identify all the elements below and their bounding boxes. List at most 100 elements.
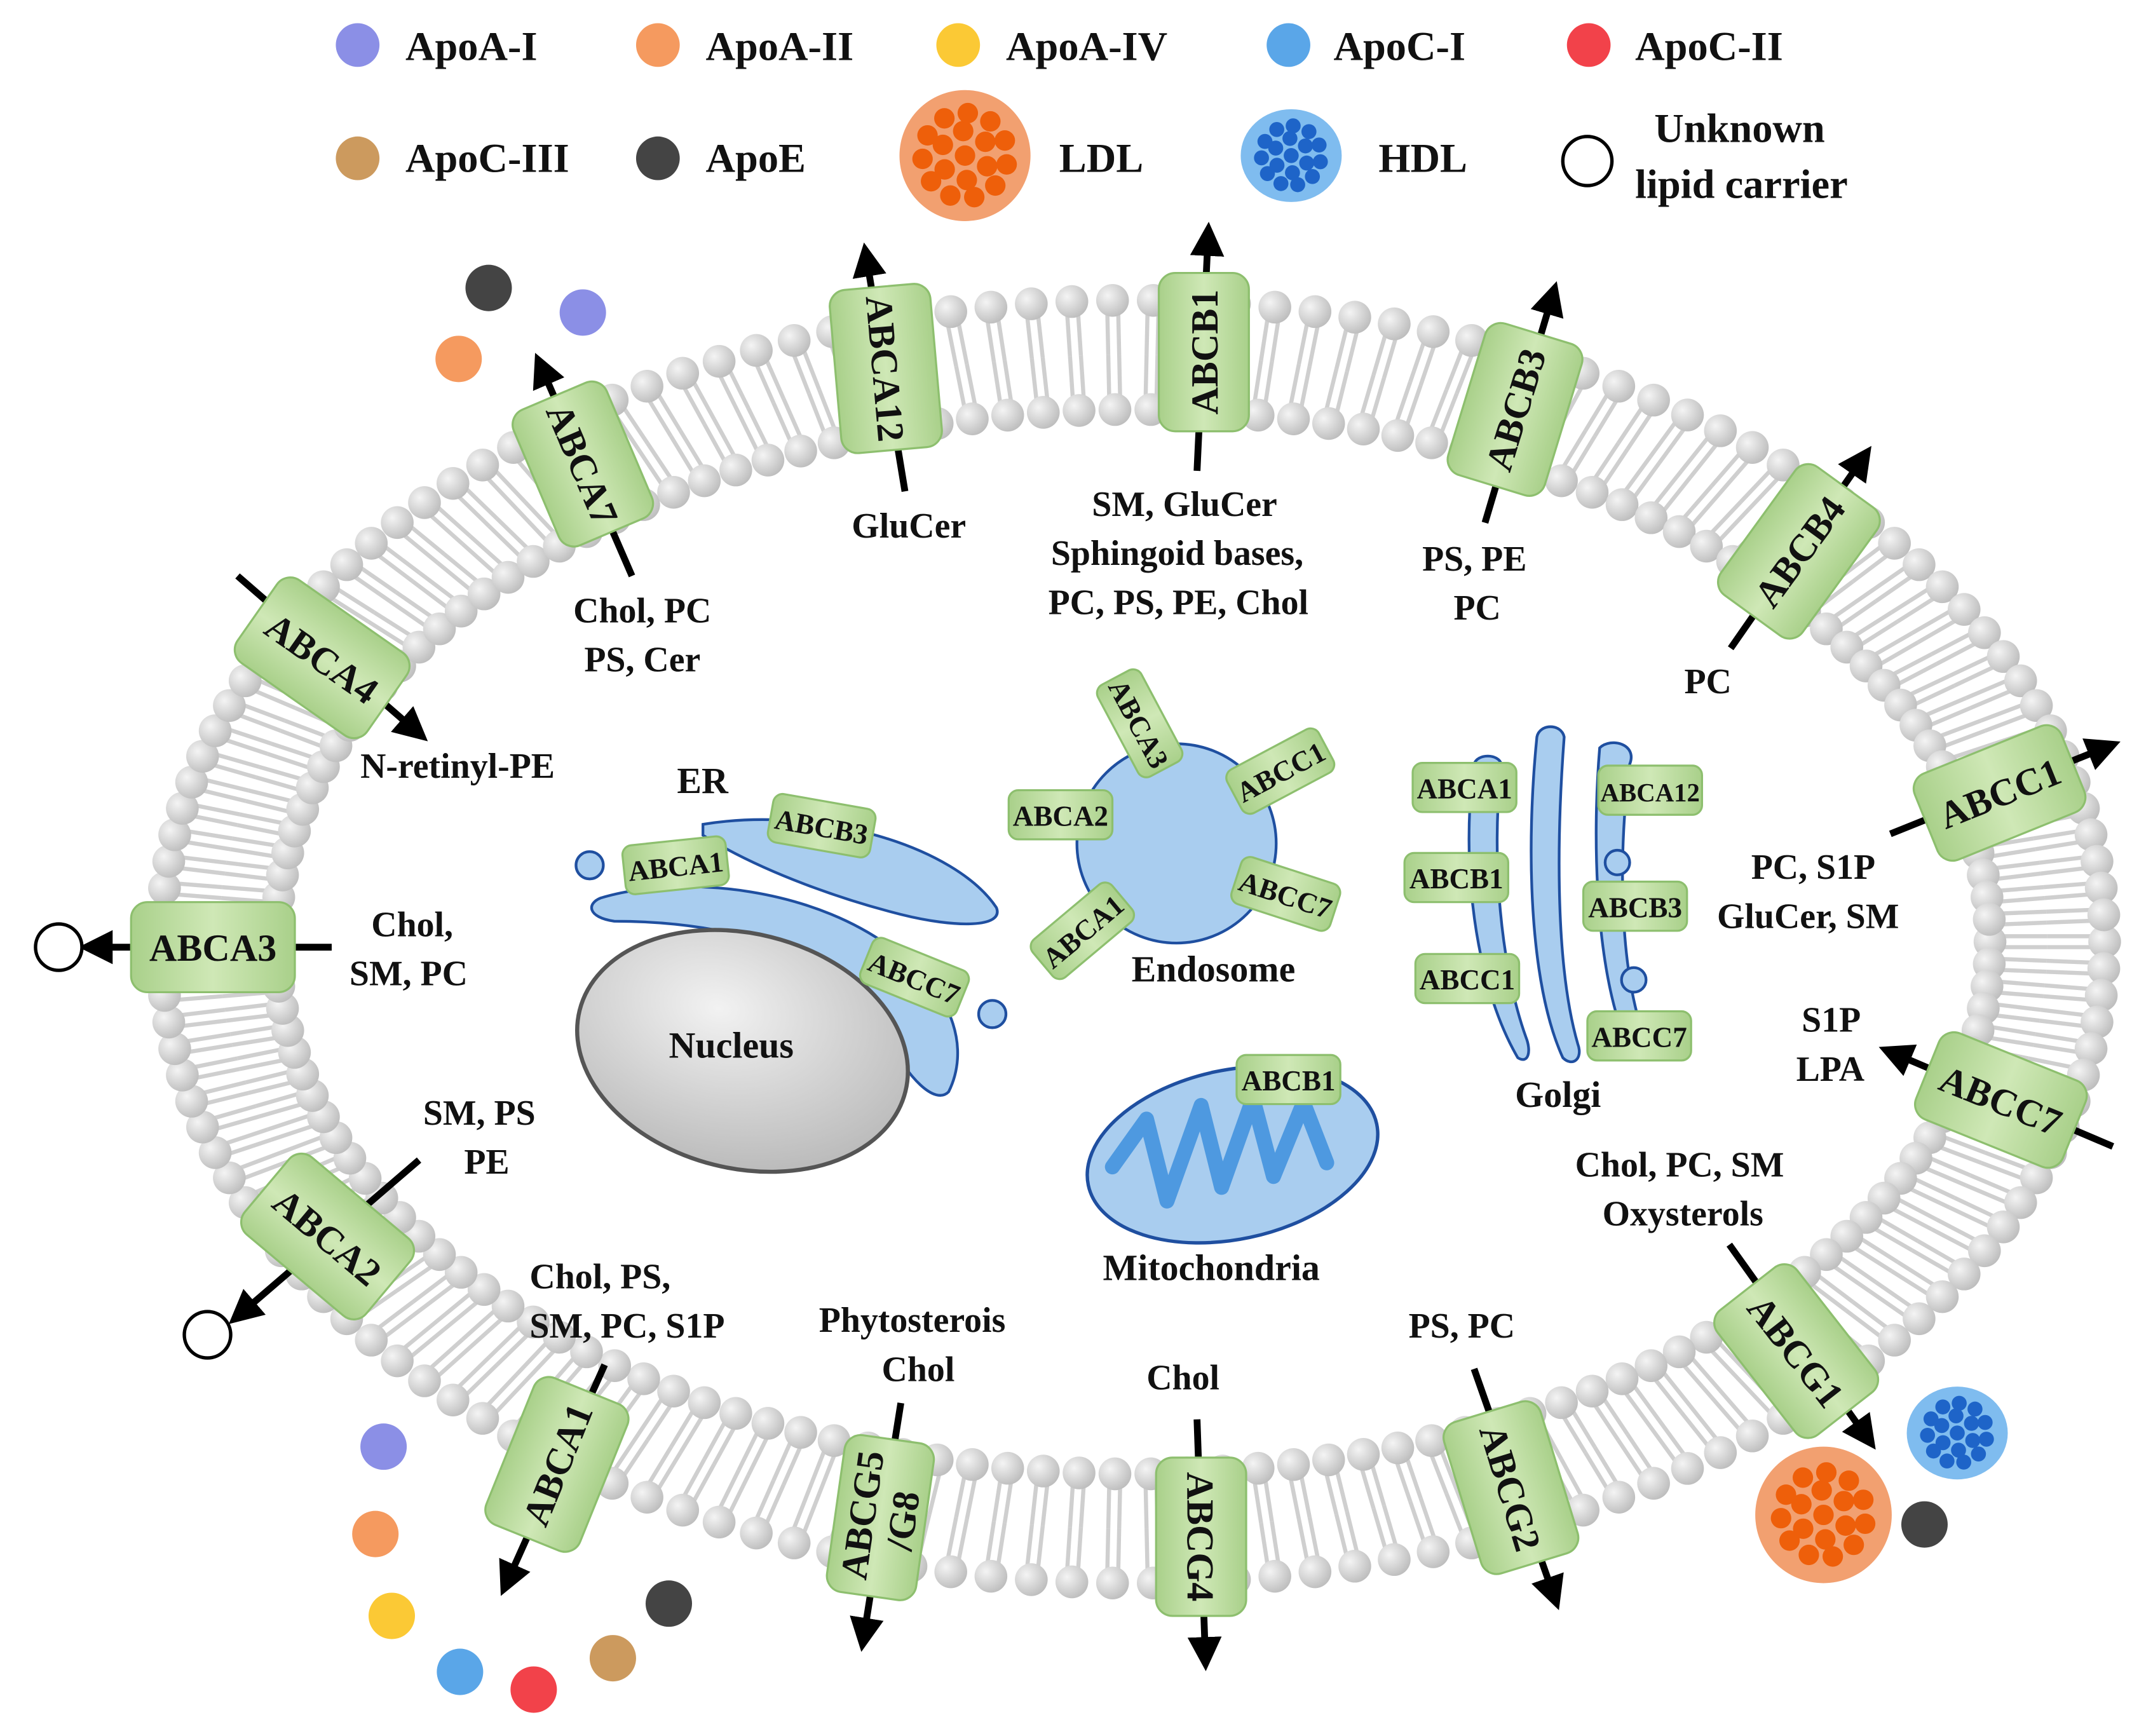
legend-apoc3: ApoC-III [405, 136, 569, 181]
golgi-abcb1-label: ABCB1 [1409, 863, 1504, 895]
abca12-substrate: GluCer [852, 506, 966, 546]
abcg5g8-transporter: ABCG5 /G8 [825, 1434, 935, 1601]
endosome-abcc7: ABCC7 [1230, 856, 1341, 932]
abca1-substrate-2: SM, PC, S1P [529, 1306, 724, 1346]
abcg1-substrate-1: Chol, PC, SM [1575, 1145, 1784, 1184]
abcg4-substrate: Chol [1146, 1358, 1219, 1397]
legend-apoa4: ApoA-IV [1006, 24, 1167, 69]
apoc3-particle [589, 1635, 636, 1682]
apoc2-swatch [1566, 23, 1611, 67]
golgi-abcc1-label: ABCC1 [1420, 964, 1515, 996]
legend-unknown-2: lipid carrier [1635, 161, 1848, 207]
abca2-substrate-1: SM, PS [423, 1094, 536, 1133]
er-abca1: ABCA1 [621, 835, 730, 895]
er-abcb3: ABCB3 [766, 792, 877, 858]
abcc7-transporter: ABCC7 [1914, 1031, 2088, 1169]
abcg2-substrate: PS, PC [1409, 1306, 1516, 1346]
abcc1-transporter: ABCC1 [1912, 724, 2087, 862]
legend-apoc1: ApoC-I [1333, 24, 1465, 69]
apoe-particle [465, 264, 512, 311]
abcb4-transporter: ABCB4 [1716, 463, 1881, 640]
abcb3-substrate-1: PS, PE [1422, 539, 1526, 579]
golgi-abcc7-label: ABCC7 [1591, 1021, 1687, 1053]
abcc7-substrate-1: S1P [1802, 1001, 1861, 1040]
abca4-transporter: ABCA4 [233, 576, 411, 740]
golgi-abcb1: ABCB1 [1403, 851, 1509, 904]
hdl-particle [1906, 1387, 2008, 1480]
legend-apoa2: ApoA-II [705, 24, 853, 69]
endosome-abca3: ABCA3 [1096, 668, 1184, 778]
abcb3-substrate-2: PC [1453, 588, 1500, 628]
abca3-substrate-2: SM, PC [350, 954, 468, 994]
abca12-transporter: ABCA12 [829, 283, 943, 454]
unknown-carrier-swatch [1561, 135, 1614, 187]
organelle-transporters: ABCA1 ABCB3 ABCC7 ABCA3 ABCC1 ABCA2 ABCC… [621, 668, 1703, 1106]
apoc1-swatch [1266, 23, 1310, 67]
endosome: Endosome [1075, 742, 1295, 989]
er-organelle: ER [574, 760, 1008, 1097]
abcg2-transporter: ABCG2 [1443, 1400, 1580, 1575]
legend-apoc2: ApoC-II [1635, 24, 1783, 69]
er-label: ER [677, 760, 729, 801]
golgi-abcc1: ABCC1 [1414, 953, 1521, 1005]
abcg1-substrate-2: Oxysterols [1603, 1195, 1763, 1234]
nucleus-label: Nucleus [669, 1025, 794, 1066]
apoa2-particle [352, 1510, 399, 1557]
abcg5g8-label-2: /G8 [878, 1488, 929, 1554]
abca1-transporter: ABCA1 [484, 1376, 630, 1553]
abca7-substrate-2: PS, Cer [584, 641, 700, 680]
unknown-carrier [182, 1310, 233, 1360]
abcb1-transporter: ABCB1 [1157, 271, 1250, 433]
mito-abcb1: ABCB1 [1235, 1054, 1341, 1106]
apoa1-particle [360, 1423, 407, 1470]
apoa4-particle [368, 1592, 415, 1639]
abcb3-transporter: ABCB3 [1446, 322, 1584, 497]
apoc1-particle [437, 1648, 484, 1695]
mito-abcb1-label: ABCB1 [1242, 1065, 1336, 1097]
apoa1-swatch [336, 23, 380, 67]
golgi-abcc7: ABCC7 [1586, 1010, 1692, 1062]
golgi-abca1: ABCA1 [1411, 762, 1518, 813]
golgi-abca12-label: ABCA12 [1601, 778, 1700, 807]
legend-apoa1: ApoA-I [405, 24, 538, 69]
abcb1-label: ABCB1 [1184, 290, 1226, 415]
lipid-carriers [34, 264, 2008, 1713]
abcg5-substrate-2: Chol [882, 1350, 955, 1390]
mitochondria: Mitochondria [1085, 1064, 1380, 1289]
legend-ldl: LDL [1059, 136, 1143, 181]
apoe-particle [1901, 1501, 1948, 1548]
legend: ApoA-I ApoA-II ApoA-IV ApoC-I ApoC-II Ap… [336, 23, 1848, 221]
golgi-abca12: ABCA12 [1597, 764, 1703, 816]
apoe-particle [645, 1580, 693, 1627]
endosome-abca2-label: ABCA2 [1013, 800, 1108, 832]
abca1-substrate-1: Chol, PS, [529, 1258, 670, 1297]
abca3-transporter: ABCA3 [130, 901, 296, 994]
abcg4-transporter: ABCG4 [1155, 1456, 1247, 1617]
hdl-swatch [1240, 109, 1342, 202]
golgi: Golgi [1467, 725, 1648, 1115]
abcg4-label: ABCG4 [1179, 1472, 1221, 1602]
apoa2-particle [435, 336, 482, 383]
ldl-swatch [899, 90, 1031, 221]
mitochondria-label: Mitochondria [1103, 1247, 1319, 1289]
substrate-labels: Chol, PC PS, Cer GluCer SM, GluCer Sphin… [350, 485, 1899, 1398]
endosome-abca2: ABCA2 [1007, 789, 1114, 841]
abca2-substrate-2: PE [464, 1143, 509, 1182]
apoa4-swatch [936, 23, 981, 67]
abcb1-substrate-1: SM, GluCer [1092, 485, 1277, 524]
abcc1-substrate-2: GluCer, SM [1717, 897, 1899, 937]
golgi-label: Golgi [1515, 1074, 1601, 1115]
abcb1-substrate-3: PC, PS, PE, Chol [1049, 583, 1308, 623]
abca3-label: ABCA3 [149, 927, 276, 970]
abcc1-substrate-1: PC, S1P [1751, 848, 1875, 887]
apoa1-particle [559, 289, 606, 336]
golgi-abca1-label: ABCA1 [1416, 773, 1512, 804]
abcg5-substrate-1: Phytosterois [819, 1301, 1006, 1340]
legend-unknown-1: Unknown [1654, 105, 1825, 151]
legend-apoe: ApoE [705, 136, 806, 181]
abca3-substrate-1: Chol, [371, 905, 453, 944]
apoa2-swatch [635, 23, 680, 67]
legend-hdl: HDL [1378, 136, 1467, 181]
membrane-transporters: ABCA7 ABCA12 ABCB1 ABCB3 ABCB4 ABCA4 ABC… [78, 222, 2121, 1671]
